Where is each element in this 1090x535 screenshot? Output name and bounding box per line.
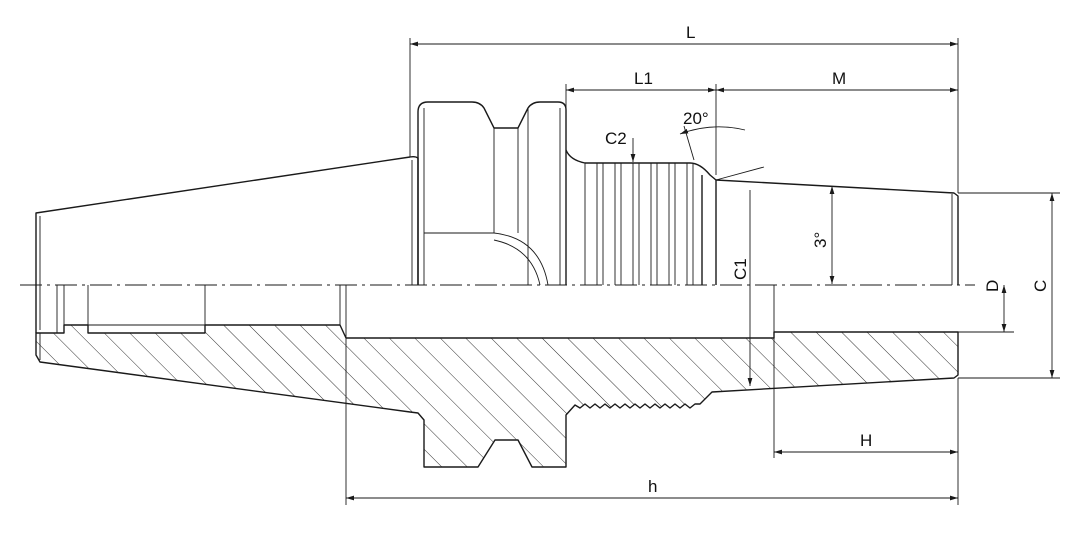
label-angle-3: 3° (811, 232, 830, 248)
label-C2: C2 (605, 129, 627, 148)
nose-outline (715, 179, 959, 285)
section-body (35, 324, 959, 468)
thread-lines (584, 163, 694, 285)
label-angle-20: 20° (683, 109, 709, 128)
dimension-lines (345, 38, 1060, 505)
label-M: M (832, 69, 846, 88)
dimension-labels: L L1 M C2 20° 3° C1 D C H h (605, 23, 1050, 496)
label-h: h (648, 477, 657, 496)
lower-section (35, 324, 959, 468)
label-D: D (983, 280, 1002, 292)
label-H: H (860, 431, 872, 450)
flange-outline (417, 101, 567, 285)
label-C1: C1 (731, 258, 750, 280)
taper-outline (35, 155, 419, 333)
upper-outline (35, 101, 959, 338)
label-L1: L1 (634, 69, 653, 88)
label-C: C (1031, 280, 1050, 292)
label-L: L (686, 23, 695, 42)
